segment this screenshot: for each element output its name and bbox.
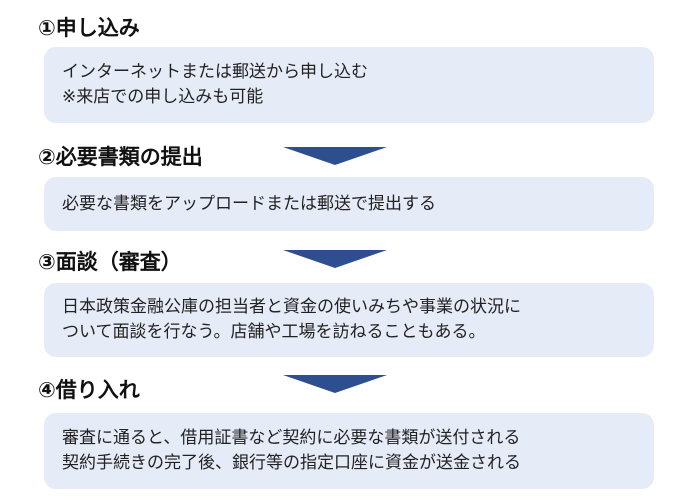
step-4-line-1: 審査に通ると、借用証書など契約に必要な書類が送付される	[62, 428, 521, 448]
step-1-line-1: インターネットまたは郵送から申し込む	[62, 62, 368, 82]
arrow-down-icon	[283, 250, 387, 268]
step-4-box: 審査に通ると、借用証書など契約に必要な書類が送付される 契約手続きの完了後、銀行…	[44, 413, 654, 489]
step-4-title: ④借り入れ	[38, 378, 140, 402]
step-4-line-2: 契約手続きの完了後、銀行等の指定口座に資金が送金される	[62, 453, 521, 473]
step-2-line-1: 必要な書類をアップロードまたは郵送で提出する	[62, 193, 436, 214]
arrow-down-icon	[283, 147, 387, 165]
step-3-line-2: ついて面談を行なう。店舗や工場を訪ねることもある。	[62, 322, 486, 342]
step-3-title: ③面談（審査）	[38, 250, 182, 274]
step-1-title: ①申し込み	[38, 16, 140, 40]
step-1-line-2: ※来店での申し込みも可能	[62, 87, 264, 107]
arrow-down-icon	[283, 375, 387, 393]
step-2-title: ②必要書類の提出	[38, 145, 203, 169]
step-2-box: 必要な書類をアップロードまたは郵送で提出する	[44, 177, 654, 231]
step-3-line-1: 日本政策金融公庫の担当者と資金の使いみちや事業の状況に	[62, 297, 521, 317]
step-3-box: 日本政策金融公庫の担当者と資金の使いみちや事業の状況に ついて面談を行なう。店舗…	[44, 283, 654, 357]
step-1-box: インターネットまたは郵送から申し込む ※来店での申し込みも可能	[44, 47, 654, 123]
